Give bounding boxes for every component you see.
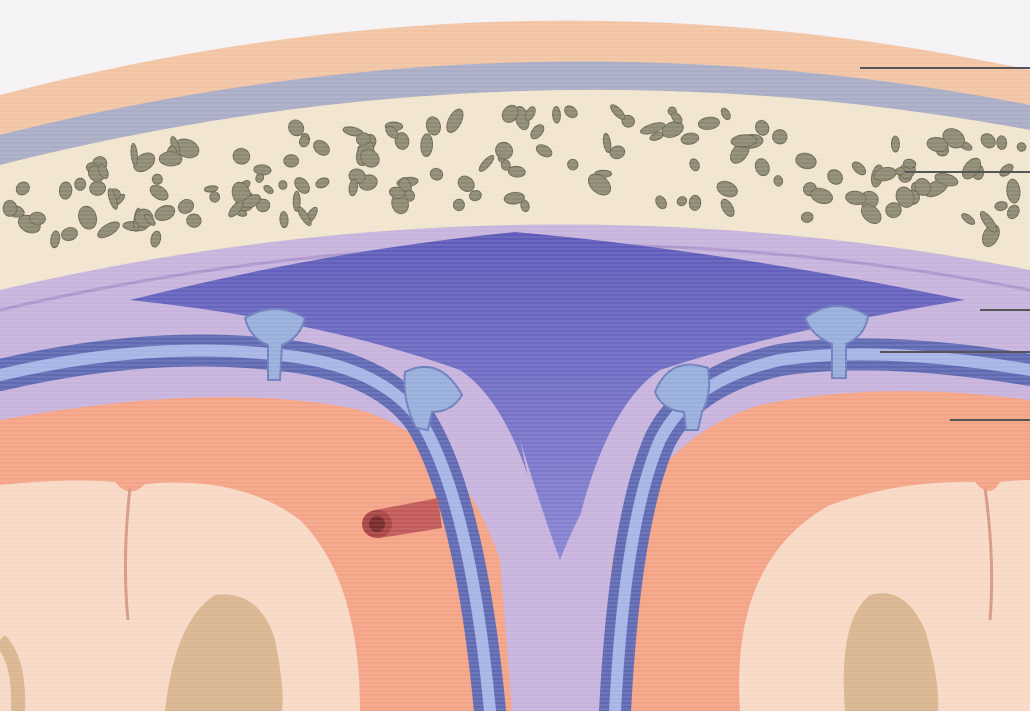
anatomical-illustration	[0, 0, 1030, 711]
print-texture	[0, 0, 1030, 711]
